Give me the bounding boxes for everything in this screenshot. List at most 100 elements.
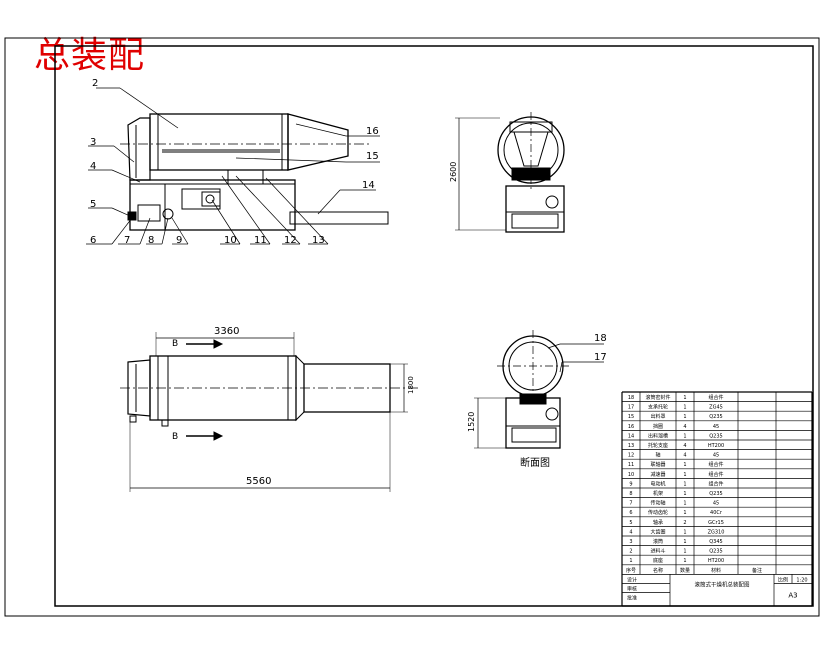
bom-cell-name: 出料溜槽 [648,432,668,439]
bom-cell-name: 支承托轮 [648,404,668,411]
bom-cell-qty: 1 [683,462,686,468]
balloon-11: 11 [254,235,267,246]
bom-cell-material: Q235 [709,433,722,439]
bom-cell-material: 组合件 [708,394,723,401]
balloon-15: 15 [366,151,379,162]
bom-cell-name: 轴 [655,452,660,459]
bom-cell-name: 电动机 [650,480,665,487]
bom-cell-qty: 2 [683,520,686,526]
balloon-5: 5 [90,199,96,210]
dim-section-height: 1520 [467,412,476,432]
title-block-drawing-title: 滚筒式干燥机总装配图 [694,580,750,588]
bom-cell-no: 7 [629,501,632,507]
title-block-checked: 审核 [627,585,637,592]
bom-cell-no: 15 [628,414,634,420]
balloon-4: 4 [90,161,96,172]
bom-cell-material: 45 [713,453,719,459]
bom-cell-name: 轴承 [653,519,663,526]
bom-header-material: 材料 [711,567,721,574]
bom-header-no: 序号 [626,567,636,574]
bom-cell-no: 6 [629,510,632,516]
front-view: 2 3 4 5 6 7 8 9 10 11 12 13 14 15 16 [86,78,389,246]
inner-frame [54,45,814,607]
bom-cell-no: 17 [628,405,634,411]
balloon-7: 7 [124,235,130,246]
bom-cell-qty: 1 [683,472,686,478]
bom-cell-material: Q235 [709,549,722,555]
bom-cell-material: 组合件 [708,480,723,487]
section-mark-lower: B [172,432,178,442]
bom-cell-qty: 1 [683,395,686,401]
drawing-title-stamp: 总装配 [34,35,146,76]
bom-cell-name: 出料罩 [650,413,665,420]
title-block-sheet: A3 [788,591,797,599]
bom-cell-qty: 4 [683,424,686,430]
bom-cell-material: HT200 [708,558,724,564]
top-view: B B 3360 5560 1800 [120,326,420,492]
dim-top-length: 3360 [214,326,239,337]
balloon-9: 9 [176,235,182,246]
bom-cell-qty: 1 [683,539,686,545]
bom-cell-no: 3 [629,539,632,545]
bom-cell-material: ZG45 [709,405,723,411]
bom-cell-no: 2 [629,549,632,555]
bom-cell-qty: 1 [683,529,686,535]
outer-frame [4,37,820,617]
bom-cell-name: 机架 [653,490,663,497]
bom-cell-qty: 1 [683,414,686,420]
bom-cell-no: 13 [628,443,634,449]
balloon-12: 12 [284,235,297,246]
balloon-13: 13 [312,235,325,246]
bom-cell-material: 45 [713,424,719,430]
bom-cell-name: 减速器 [650,471,665,478]
balloon-2: 2 [92,78,98,89]
bom-header-note: 备注 [752,567,762,574]
bom-cell-material: Q235 [709,414,722,420]
balloon-6: 6 [90,235,96,246]
bom-cell-qty: 1 [683,510,686,516]
bom-cell-no: 8 [629,491,632,497]
bom-cell-name: 滚筒密封件 [645,394,670,401]
bom-cell-qty: 1 [683,481,686,487]
balloon-3: 3 [90,137,96,148]
bom-cell-name: 底座 [653,557,663,564]
bom-cell-qty: 1 [683,433,686,439]
bom-cell-material: 组合件 [708,461,723,468]
bom-header-name: 名称 [653,567,663,574]
bom-cell-no: 14 [628,433,634,439]
bom-cell-material: Q345 [709,539,722,545]
bom-cell-name: 托轮支座 [648,442,668,449]
bom-cell-material: 组合件 [708,471,723,478]
bom-cell-material: HT200 [708,443,724,449]
bom-cell-name: 挡圈 [653,423,663,430]
title-block-designed: 设计 [627,576,637,583]
bom-cell-no: 10 [628,472,634,478]
bom-cell-no: 16 [628,424,634,430]
bom-cell-qty: 1 [683,491,686,497]
dim-overall-length: 5560 [246,476,271,487]
balloon-10: 10 [224,235,237,246]
bom-cell-qty: 4 [683,453,686,459]
bom-cell-name: 传动轴 [650,500,665,507]
bom-cell-qty: 1 [683,501,686,507]
bom-cell-material: Q235 [709,491,722,497]
bom-cell-no: 9 [629,481,632,487]
bom-cell-name: 大齿圈 [650,528,665,535]
title-block-scale-value: 1:20 [796,577,807,583]
bom-cell-no: 1 [629,558,632,564]
bom-cell-material: 40Cr [710,510,723,516]
bom-cell-name: 进料斗 [650,548,665,555]
title-block-scale-label: 比例 [778,576,788,583]
section-mark-upper: B [172,339,178,349]
bom-cell-material: 45 [713,501,719,507]
bom-cell-no: 12 [628,453,634,459]
section-view: 1520 18 17 断面图 [467,330,607,469]
bom-cell-material: ZG310 [708,529,725,535]
bom-cell-name: 滚筒 [653,538,663,545]
balloon-14: 14 [362,180,375,191]
dim-top-width: 1800 [407,376,415,394]
bom-cell-no: 18 [628,395,634,401]
title-block-approved: 批准 [627,594,637,601]
